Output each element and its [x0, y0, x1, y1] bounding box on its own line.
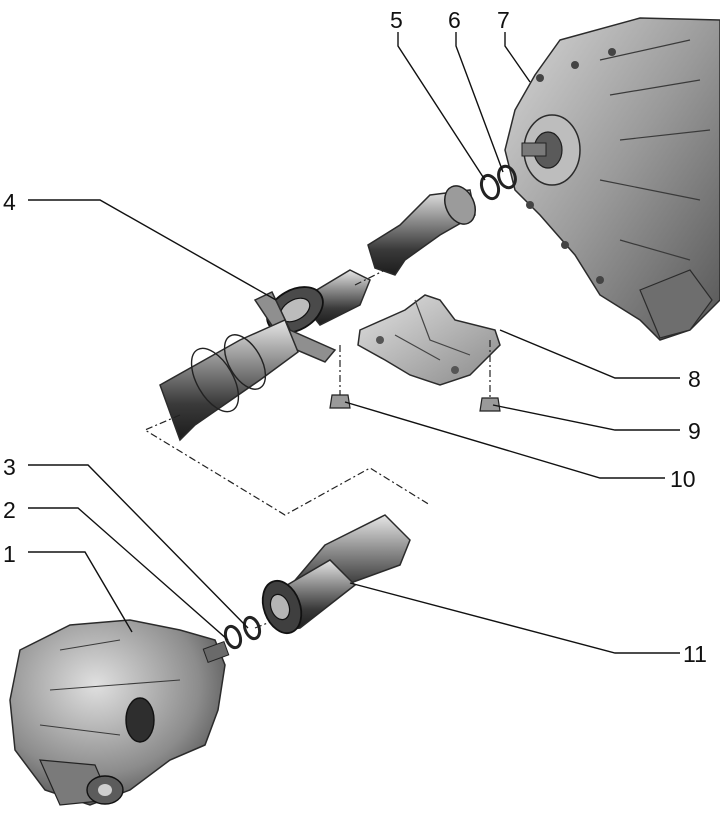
leader-7 [504, 32, 531, 83]
bolt-9 [479, 340, 501, 412]
leader-5 [397, 32, 486, 181]
leader-4 [28, 199, 277, 301]
leader-1 [28, 551, 133, 633]
callout-5: 5 [390, 7, 403, 33]
circlip-6 [497, 164, 517, 190]
circlip-3 [242, 615, 262, 641]
leader-9 [492, 404, 680, 431]
circlip-5 [479, 173, 501, 201]
leader-3 [28, 464, 249, 629]
callout-3: 3 [3, 454, 16, 480]
rear-differential [9, 619, 230, 806]
bolt-10 [329, 345, 351, 409]
callout-10: 10 [670, 466, 696, 492]
leader-6 [455, 32, 504, 173]
callout-7: 7 [497, 7, 510, 33]
leader-10 [344, 401, 665, 479]
callout-4: 4 [3, 189, 16, 215]
leader-2 [28, 507, 229, 641]
callout-8: 8 [688, 366, 701, 392]
transfer-case [504, 17, 720, 341]
assembly-axis-line-upper [354, 269, 386, 286]
leader-8 [499, 329, 680, 379]
callout-numbers: 1 2 3 4 5 6 7 8 9 10 11 [3, 7, 707, 667]
leader-lines [28, 32, 680, 654]
mounting-bracket [357, 294, 501, 386]
callout-11: 11 [683, 641, 707, 667]
assembly-axis-line [143, 414, 431, 516]
rear-propshaft [261, 514, 411, 635]
callout-2: 2 [3, 497, 16, 523]
callout-9: 9 [688, 418, 701, 444]
leader-11 [349, 582, 680, 654]
callout-6: 6 [448, 7, 461, 33]
front-propshaft [159, 185, 476, 442]
callout-1: 1 [3, 541, 16, 567]
